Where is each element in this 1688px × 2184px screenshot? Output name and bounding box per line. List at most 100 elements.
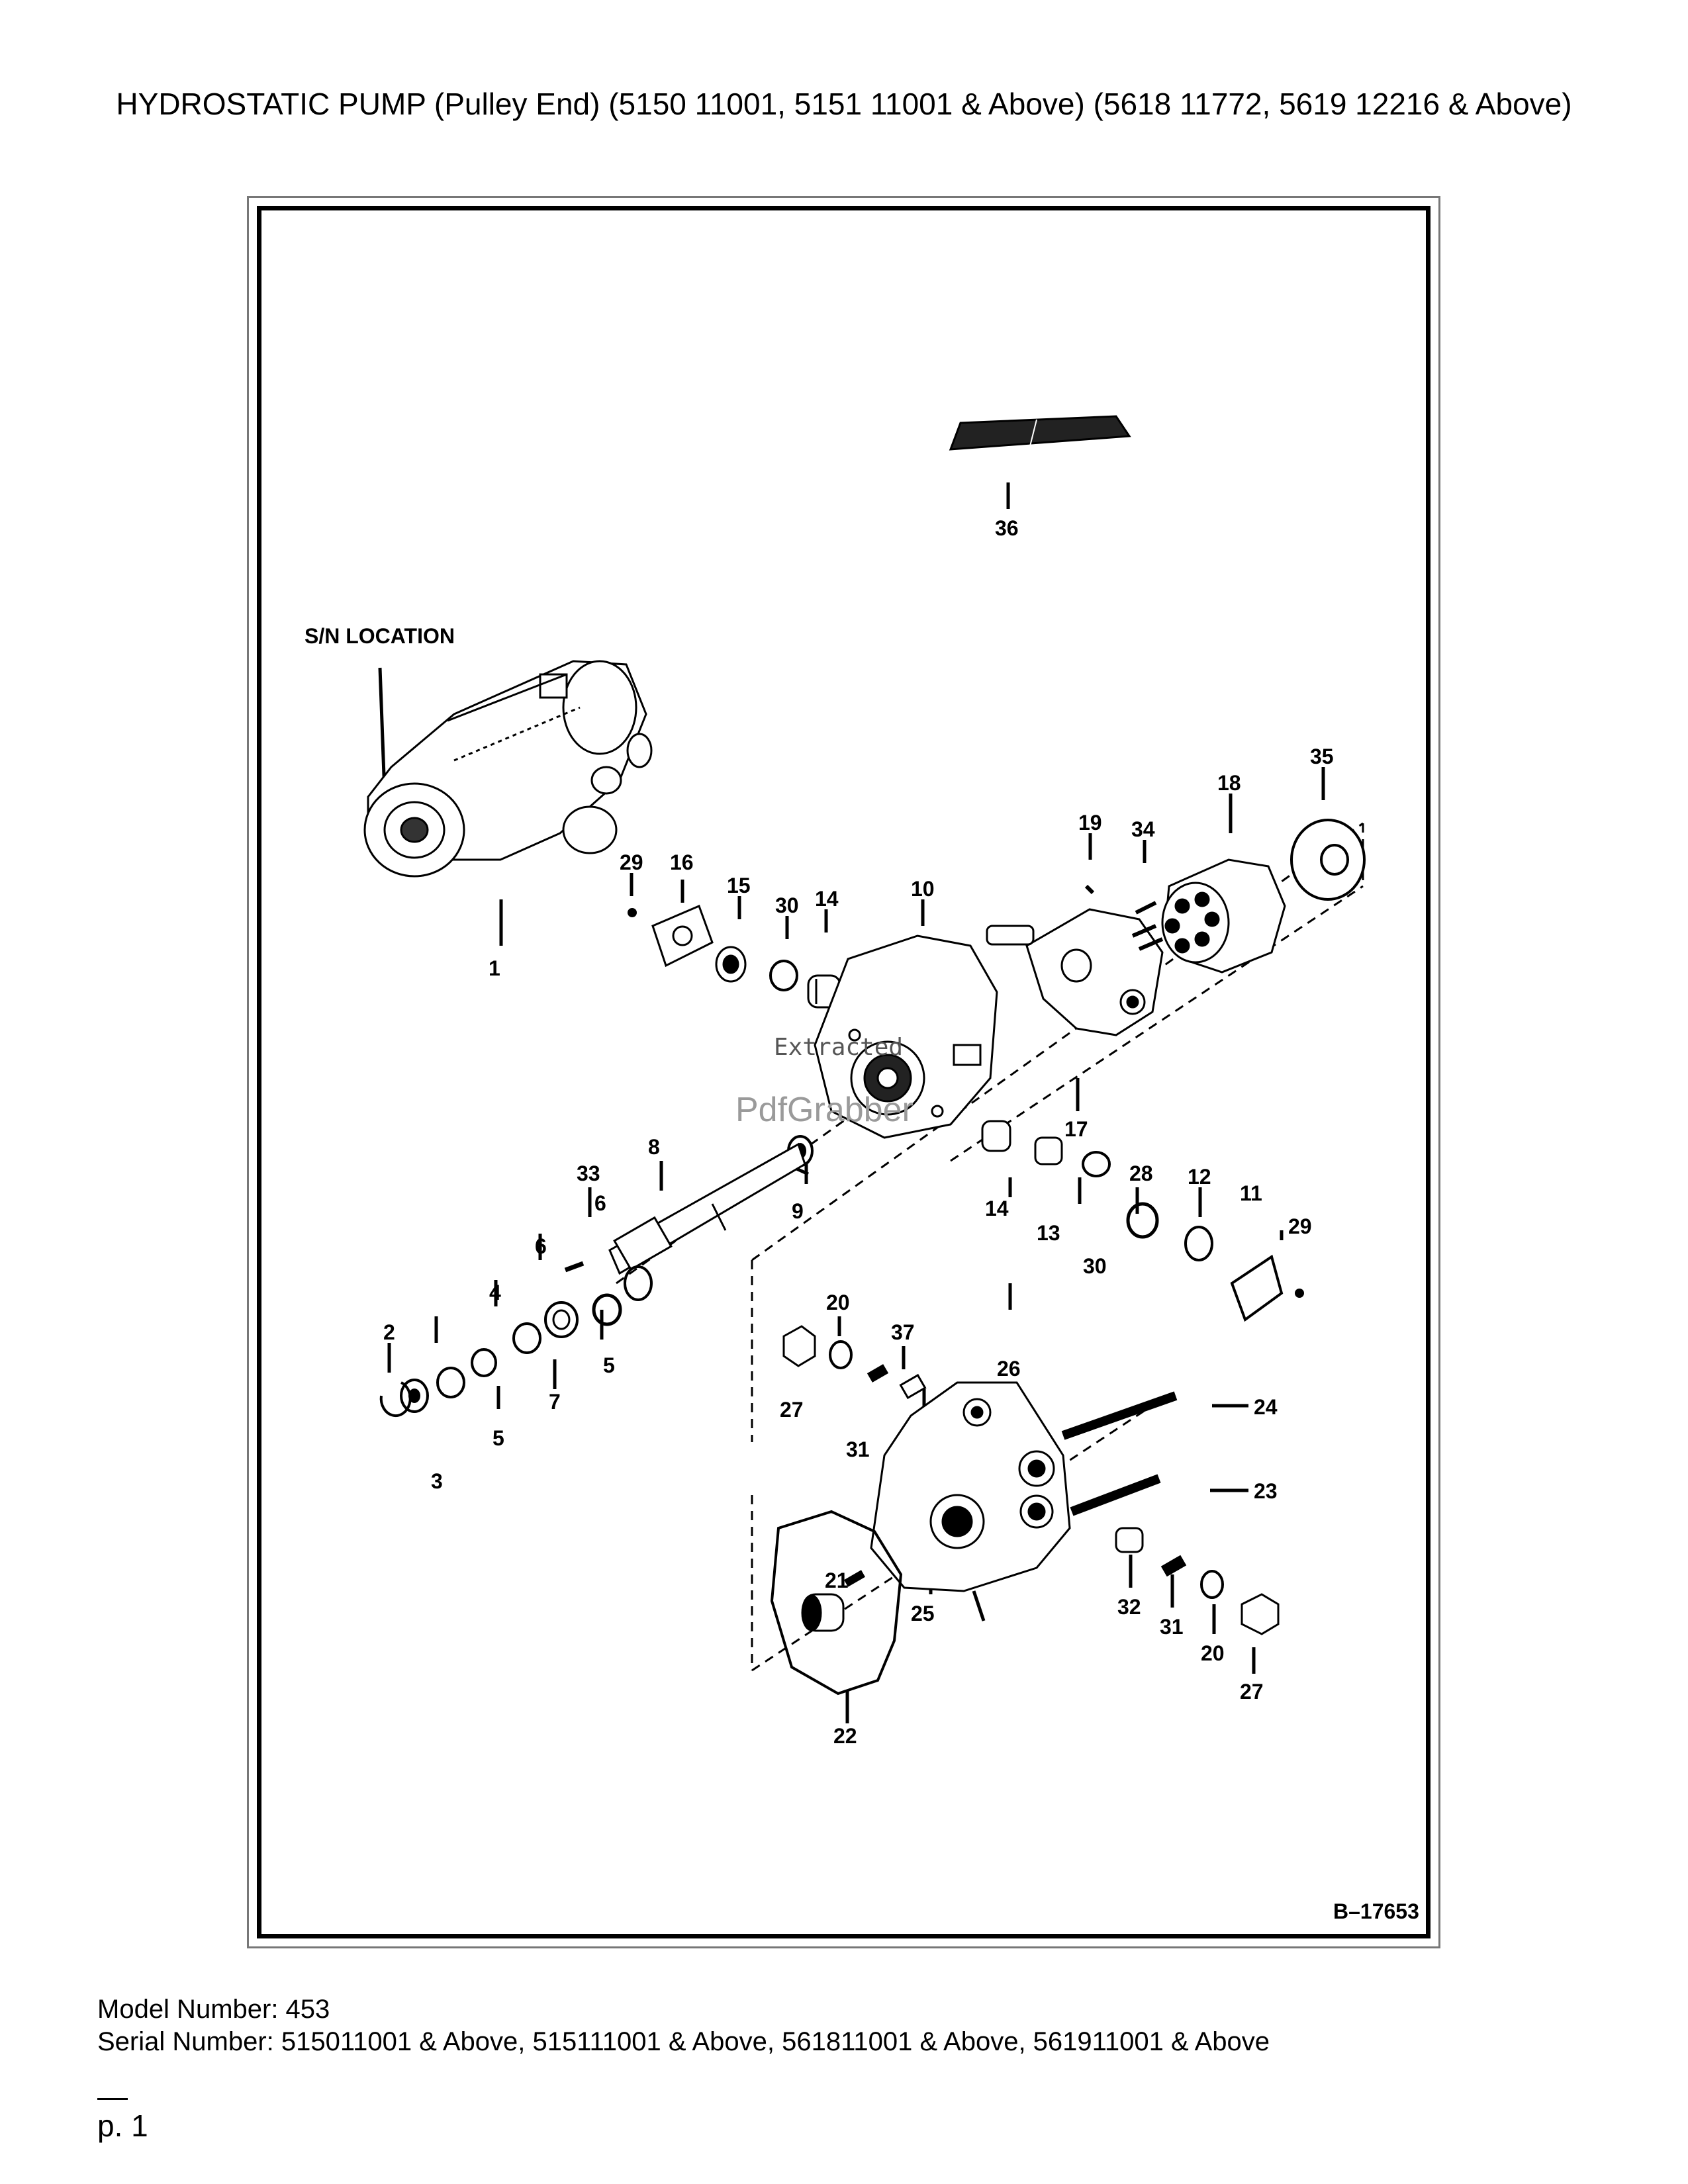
- callout-22: 22: [833, 1724, 857, 1748]
- callout-4: 4: [489, 1281, 501, 1304]
- serial-number: Serial Number: 515011001 & Above, 515111…: [97, 2027, 1270, 2056]
- callout-27b: 27: [1240, 1680, 1264, 1704]
- part-6b-ring: [512, 1322, 541, 1354]
- callout-30: 30: [775, 893, 799, 917]
- leader-lines: [378, 482, 1325, 1723]
- callout-18: 18: [1217, 771, 1241, 795]
- callout-19: 19: [1078, 811, 1102, 835]
- part-7-bearing: [544, 1301, 579, 1338]
- part-23-bolt: [1070, 1474, 1161, 1516]
- callout-29b: 29: [1288, 1214, 1312, 1238]
- callout-1: 1: [489, 956, 500, 980]
- diagram-frame: 36 1 29 16 15 30 14 10 19 34 18 35 17 9 …: [247, 196, 1440, 1948]
- part-12-o-ring: [1184, 1226, 1213, 1261]
- callout-7: 7: [549, 1390, 561, 1414]
- part-30-washer: [769, 960, 798, 991]
- callout-labels: 36 1 29 16 15 30 14 10 19 34 18 35 17 9 …: [383, 516, 1334, 1748]
- callout-12: 12: [1188, 1165, 1211, 1189]
- callout-6b: 6: [535, 1234, 547, 1258]
- callout-29: 29: [620, 850, 643, 874]
- part-31b-spring: [1160, 1555, 1187, 1577]
- part-21-gear: [801, 1593, 845, 1632]
- page-title: HYDROSTATIC PUMP (Pulley End) (5150 1100…: [116, 87, 1572, 121]
- callout-24: 24: [1254, 1395, 1278, 1419]
- part-5a-ring: [592, 1293, 622, 1326]
- exploded-parts-diagram: 36 1 29 16 15 30 14 10 19 34 18 35 17 9 …: [305, 415, 1419, 1923]
- part-25-pin: [844, 1570, 865, 1587]
- part-13-bushing: [1034, 1136, 1063, 1165]
- part-5b-ring: [471, 1348, 497, 1377]
- figure-id: B–17653: [1333, 1899, 1419, 1923]
- part-34-pins: [1131, 901, 1164, 951]
- callout-9: 9: [792, 1199, 804, 1223]
- part-26-charge-pump-housing: [870, 1381, 1071, 1592]
- page-number: p. 1: [97, 2109, 148, 2143]
- callout-3: 3: [431, 1469, 443, 1493]
- callout-35: 35: [1310, 745, 1334, 768]
- callout-6a: 6: [594, 1191, 606, 1215]
- callout-27a: 27: [780, 1398, 804, 1422]
- sn-location-label: S/N LOCATION: [305, 624, 455, 648]
- part-8-shaft: [608, 1142, 806, 1275]
- callout-25: 25: [911, 1602, 935, 1625]
- callout-33: 33: [577, 1161, 600, 1185]
- callout-34: 34: [1131, 817, 1155, 841]
- callout-23: 23: [1254, 1479, 1278, 1503]
- callout-36: 36: [995, 516, 1019, 540]
- model-number: Model Number: 453: [97, 1995, 330, 2024]
- part-19-pin: [1084, 884, 1095, 895]
- footer-rule: [97, 2098, 128, 2100]
- part-36-gasket-sheet: [949, 415, 1131, 451]
- callout-26: 26: [997, 1357, 1021, 1381]
- part-11-cover: [1230, 1254, 1284, 1322]
- callout-5b: 5: [492, 1426, 504, 1450]
- callout-31a: 31: [846, 1437, 870, 1461]
- callout-10: 10: [911, 877, 935, 901]
- part-32-insert: [1115, 1527, 1144, 1553]
- callout-14b: 14: [985, 1197, 1009, 1220]
- part-18-cylinder-block: [1161, 858, 1286, 974]
- part-20b-o-ring: [1200, 1570, 1224, 1599]
- callout-16: 16: [670, 850, 694, 874]
- part-27b-plug: [1241, 1593, 1280, 1635]
- part-16-plate: [651, 904, 714, 968]
- part-30b-washer: [1082, 1151, 1111, 1177]
- callout-14: 14: [815, 887, 839, 911]
- callout-13: 13: [1037, 1221, 1060, 1245]
- callout-15: 15: [727, 874, 751, 897]
- callout-37: 37: [891, 1320, 915, 1344]
- callout-31b: 31: [1160, 1615, 1184, 1639]
- part-2-snap-ring: [379, 1381, 412, 1418]
- part-14b-bushing: [981, 1120, 1011, 1152]
- callout-8: 8: [648, 1135, 660, 1159]
- callout-17: 17: [1064, 1117, 1088, 1141]
- part-24-bolt: [1061, 1391, 1178, 1440]
- callout-21: 21: [825, 1569, 849, 1592]
- part-6a-ring: [624, 1265, 653, 1301]
- part-20a-o-ring: [829, 1340, 853, 1369]
- watermark-extracted: Extracted: [774, 1034, 903, 1061]
- callout-32: 32: [1117, 1595, 1141, 1619]
- part-10-housing: [814, 934, 998, 1139]
- part-35-valve-plate: [1290, 819, 1366, 901]
- part-17-swashplate: [986, 908, 1164, 1036]
- part-15-bearing: [715, 946, 747, 983]
- part-4-ring: [436, 1367, 465, 1398]
- part-27a-plug: [782, 1325, 816, 1367]
- part-31a-spring: [867, 1364, 889, 1383]
- part-37-valve: [899, 1373, 927, 1400]
- callout-2: 2: [383, 1320, 395, 1344]
- part-22-gasket: [770, 1510, 903, 1696]
- part-29b-screw: [1295, 1289, 1304, 1298]
- callout-11: 11: [1240, 1181, 1262, 1205]
- part-29-screw: [628, 908, 637, 917]
- callout-20a: 20: [826, 1291, 850, 1314]
- part-33-key: [564, 1261, 585, 1273]
- callout-28: 28: [1129, 1161, 1153, 1185]
- part-1-pump-assembly: [363, 660, 653, 878]
- diagram-border: [257, 206, 1430, 1938]
- callout-30b: 30: [1083, 1254, 1107, 1278]
- callout-5a: 5: [603, 1353, 615, 1377]
- part-28-o-ring: [1126, 1202, 1159, 1239]
- callout-20b: 20: [1201, 1641, 1225, 1665]
